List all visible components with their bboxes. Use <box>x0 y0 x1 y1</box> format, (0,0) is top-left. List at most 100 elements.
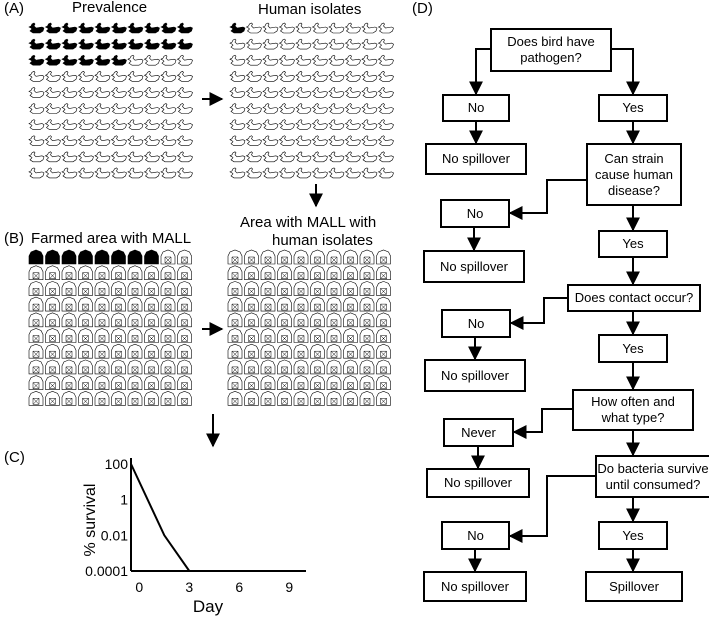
barn-door-icon <box>281 382 288 389</box>
duck-icon <box>344 38 361 50</box>
answer-no-2: No <box>440 199 510 228</box>
barn-door-icon <box>248 382 255 389</box>
duck-icon <box>229 119 246 130</box>
barn-door-icon <box>380 382 387 389</box>
barn-door-icon <box>82 288 89 295</box>
duck-icon <box>160 103 177 114</box>
result-no-spillover-4: No spillover <box>426 468 530 498</box>
duck-icon <box>28 135 45 146</box>
barn-door-icon <box>380 335 387 342</box>
barn-door-icon <box>131 382 139 389</box>
duck-icon <box>361 22 378 34</box>
duck-icon <box>110 135 127 146</box>
y-tick-label: 0.01 <box>101 527 128 543</box>
duck-icon <box>328 70 345 82</box>
answer-yes-1: Yes <box>598 94 668 122</box>
duck-icon-positive <box>94 54 111 66</box>
barn-door-icon <box>65 319 73 327</box>
barn-door-icon <box>264 303 272 311</box>
duck-icon <box>344 54 361 66</box>
question-strain-causes-disease: Can strain cause human disease? <box>586 143 682 206</box>
barn-door-icon <box>231 256 239 264</box>
duck-icon <box>77 119 94 130</box>
duck-grid-prevalence <box>28 22 193 179</box>
barn-door-icon <box>98 350 106 358</box>
duck-icon <box>44 151 61 163</box>
barn-door-icon <box>248 398 255 405</box>
barn-icon-farmed <box>45 249 60 265</box>
x-tick-label: 0 <box>135 579 143 595</box>
connector-q5-no <box>508 475 595 543</box>
duck-icon <box>61 70 78 82</box>
duck-icon <box>262 151 279 163</box>
duck-icon <box>278 103 295 114</box>
barn-grid-isolates <box>227 249 391 406</box>
barn-door-icon <box>281 335 288 342</box>
duck-icon <box>229 151 246 163</box>
barn-door-icon <box>297 288 305 295</box>
duck-icon <box>229 70 246 82</box>
barn-door-icon <box>380 272 387 279</box>
duck-icon <box>377 151 394 163</box>
barn-door-icon <box>115 288 122 295</box>
barn-door-icon <box>264 366 272 374</box>
duck-icon-positive <box>28 54 45 66</box>
duck-icon <box>262 70 279 82</box>
barn-door-icon <box>148 303 155 311</box>
duck-icon <box>176 135 193 146</box>
duck-icon <box>344 87 361 98</box>
barn-door-icon <box>32 319 40 327</box>
duck-icon <box>229 54 246 66</box>
result-spillover: Spillover <box>585 571 683 602</box>
duck-icon <box>143 87 160 98</box>
barn-door-icon <box>181 288 188 295</box>
x-tick-label: 6 <box>235 579 243 595</box>
duck-icon <box>262 54 279 66</box>
barn-door-icon <box>297 398 305 405</box>
barn-door-icon <box>330 303 338 311</box>
barn-door-icon <box>380 398 387 405</box>
duck-icon <box>110 103 127 114</box>
duck-icon <box>229 135 246 146</box>
barn-door-icon <box>281 272 288 279</box>
duck-icon <box>311 87 328 98</box>
duck-icon <box>127 70 144 82</box>
duck-icon <box>160 151 177 163</box>
duck-icon <box>110 167 127 179</box>
barn-door-icon <box>131 288 139 295</box>
barn-door-icon <box>65 335 73 342</box>
duck-icon <box>311 151 328 163</box>
duck-icon <box>44 119 61 130</box>
duck-icon-positive <box>94 38 111 50</box>
duck-icon <box>127 54 144 66</box>
barn-door-icon <box>115 398 122 405</box>
duck-icon <box>127 151 144 163</box>
barn-door-icon <box>164 256 172 264</box>
barn-door-icon <box>82 303 89 311</box>
duck-icon <box>94 103 111 114</box>
barn-door-icon <box>231 335 239 342</box>
barn-door-icon <box>330 319 338 327</box>
duck-icon-positive <box>44 38 61 50</box>
duck-icon <box>311 103 328 114</box>
barn-door-icon <box>148 272 155 279</box>
barn-door-icon <box>49 319 56 327</box>
duck-icon <box>143 151 160 163</box>
barn-door-icon <box>115 335 122 342</box>
barn-door-icon <box>115 382 122 389</box>
duck-icon-positive <box>176 22 193 34</box>
duck-icon <box>44 87 61 98</box>
duck-icon <box>44 167 61 179</box>
barn-icon-farmed <box>61 249 77 265</box>
duck-icon <box>176 103 193 114</box>
barn-door-icon <box>363 335 371 342</box>
barn-door-icon <box>131 398 139 405</box>
duck-icon <box>344 103 361 114</box>
farmed-area-title: Farmed area with MALL <box>31 230 192 247</box>
duck-icon <box>311 167 328 179</box>
duck-icon <box>344 119 361 130</box>
barn-door-icon <box>164 398 172 405</box>
barn-door-icon <box>380 303 387 311</box>
duck-icon <box>377 103 394 114</box>
barn-door-icon <box>347 272 354 279</box>
